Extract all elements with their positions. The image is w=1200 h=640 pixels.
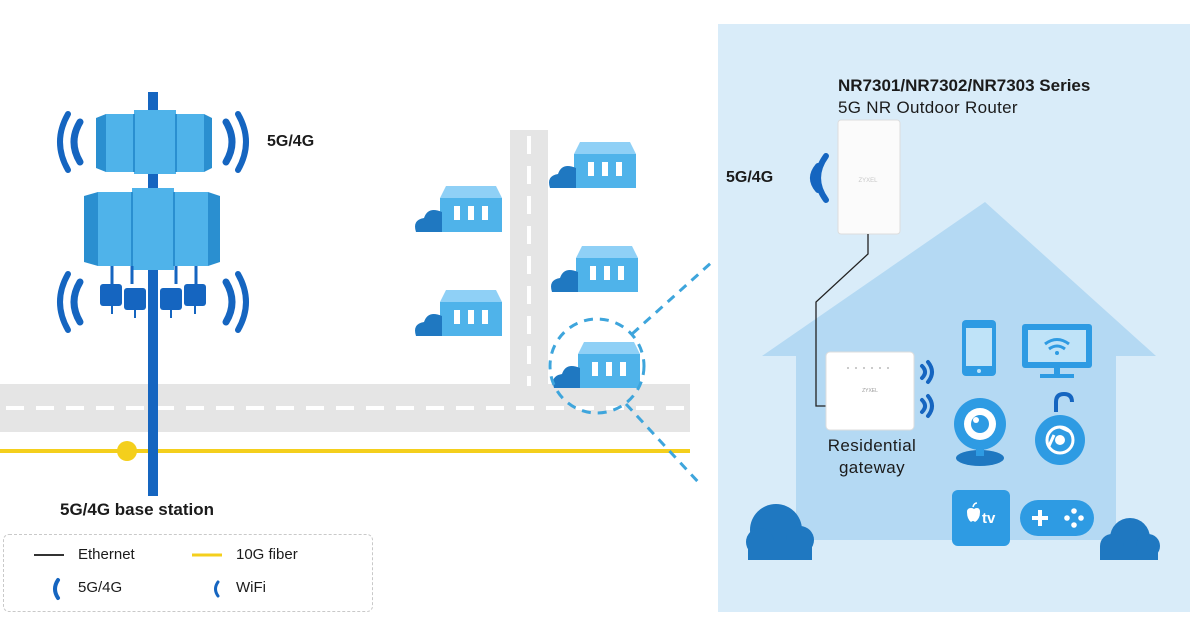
game-controller-icon	[1020, 500, 1094, 536]
apple-tv-label: tv	[982, 510, 996, 527]
upper-antenna-array	[96, 110, 212, 174]
building-2	[415, 186, 502, 232]
monitor-icon	[1022, 324, 1092, 378]
ethernet-cable	[815, 234, 869, 407]
residential-gateway	[825, 351, 915, 431]
base-station-caption: 5G/4G base station	[60, 500, 214, 519]
building-5	[553, 342, 640, 388]
legend	[3, 534, 373, 612]
fiber-node	[117, 441, 137, 461]
gateway-caption-line1: Residential	[827, 436, 917, 455]
router-title: NR7301/NR7302/NR7303 Series	[838, 76, 1091, 95]
router-band-label: 5G/4G	[726, 169, 774, 186]
legend-fiber-label: 10G fiber	[236, 546, 298, 563]
lower-antenna-array	[84, 188, 220, 318]
base-station-signal-icon	[57, 111, 249, 333]
building-4	[415, 290, 502, 336]
webcam-icon	[954, 398, 1006, 466]
gateway-wifi-icon	[920, 360, 934, 418]
road-network	[0, 130, 690, 432]
legend-ethernet-label: Ethernet	[78, 546, 135, 563]
legend-wifi-label: WiFi	[236, 579, 266, 596]
gateway-brand-mark: ZYXEL	[862, 388, 878, 394]
router-signal-icon	[810, 153, 829, 203]
apple-tv-icon: tv	[952, 490, 1010, 546]
router-brand-mark: ZYXEL	[858, 178, 878, 184]
zoom-callout	[548, 260, 714, 486]
gateway-caption-line2: gateway	[838, 458, 906, 477]
outdoor-router	[837, 119, 901, 235]
router-subtitle: 5G NR Outdoor Router	[838, 98, 1018, 117]
base-station-band-label: 5G/4G	[267, 133, 315, 150]
base-station-pole	[148, 92, 158, 496]
legend-cellular-icon	[53, 578, 60, 600]
cloud-right	[1100, 518, 1160, 560]
cloud-left	[746, 504, 814, 560]
chromecast-icon	[1035, 391, 1085, 465]
smartphone-icon	[962, 320, 996, 376]
building-3	[551, 246, 638, 292]
building-1	[549, 142, 636, 188]
legend-cellular-label: 5G/4G	[78, 579, 123, 596]
gateway-leds	[847, 367, 889, 369]
legend-wifi-icon	[214, 580, 220, 598]
